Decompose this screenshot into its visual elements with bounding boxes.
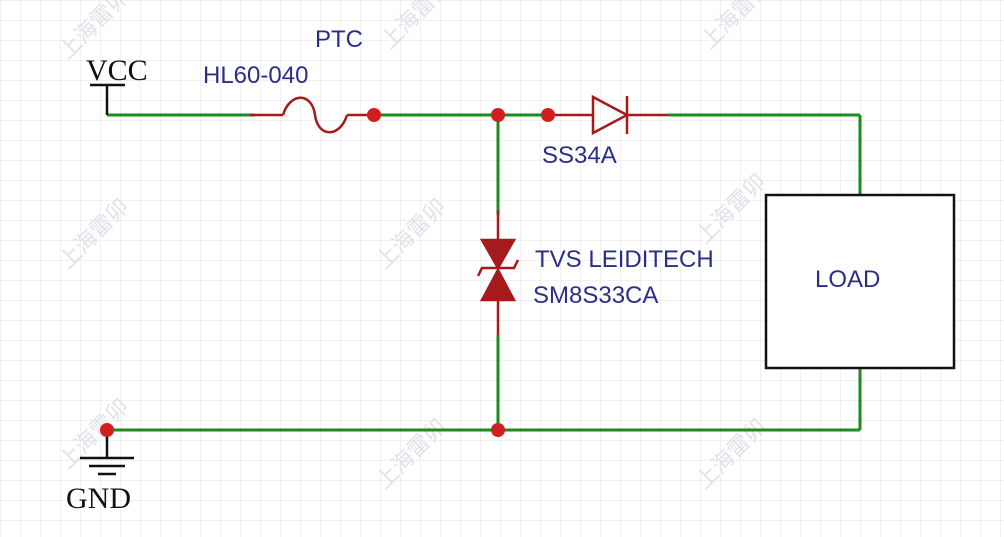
junction-tvs-bottom: [491, 423, 505, 437]
junction-tvs-top: [491, 108, 505, 122]
junction-ptc-out: [367, 108, 381, 122]
junction-ground-left: [100, 423, 114, 437]
tvs-diode: [476, 210, 520, 335]
ground-symbol: [80, 430, 134, 476]
tvs-upper-triangle: [479, 238, 517, 271]
diode-part-number: SS34A: [542, 142, 617, 169]
gnd-label: GND: [66, 482, 131, 515]
schottky-diode: [548, 94, 668, 136]
tvs-label-line1: TVS LEIDITECH: [535, 246, 714, 273]
load-box: [764, 193, 956, 370]
vcc-label: VCC: [86, 54, 148, 87]
wires: [107, 113, 862, 432]
tvs-label-line2: SM8S33CA: [533, 282, 658, 309]
ptc-body-curve: [281, 96, 349, 134]
load-label: LOAD: [815, 266, 880, 293]
diode-anode-triangle: [591, 94, 630, 136]
junction-diode-in: [541, 108, 555, 122]
junctions: [100, 108, 555, 437]
ptc-part-number: HL60-040: [203, 62, 308, 89]
ptc-title: PTC: [315, 26, 363, 53]
vcc-symbol: [90, 83, 125, 115]
